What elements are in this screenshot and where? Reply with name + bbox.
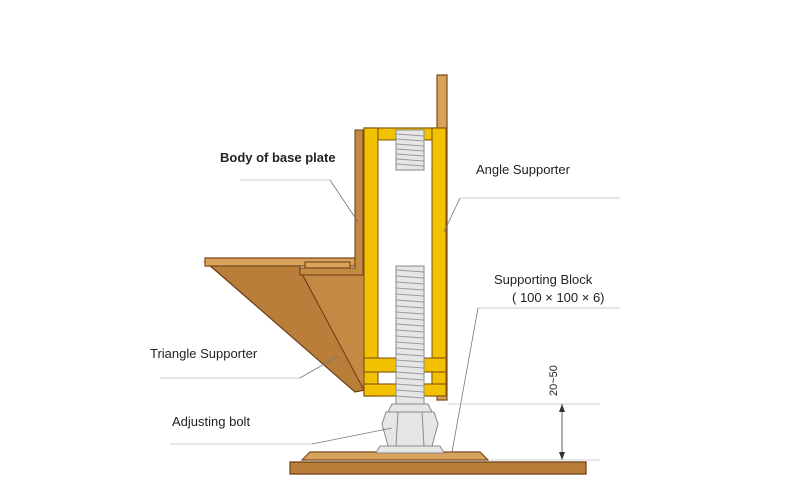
label-angle-supporter: Angle Supporter — [476, 162, 571, 177]
label-adjusting-bolt: Adjusting bolt — [172, 414, 250, 429]
label-supporting-block: Supporting Block — [494, 272, 593, 287]
label-triangle-supporter: Triangle Supporter — [150, 346, 258, 361]
ground-plate — [289, 451, 587, 475]
upper-bolt-thread — [395, 129, 425, 171]
triangle-supporter — [203, 257, 366, 393]
dimension-marker: 20~50 — [490, 365, 600, 461]
adjusting-bolt — [375, 265, 445, 454]
supporting-block — [363, 127, 447, 397]
label-body-of-base-plate: Body of base plate — [220, 150, 336, 165]
label-supporting-block-size: ( 100 × 100 × 6) — [512, 290, 605, 305]
dimension-label: 20~50 — [548, 365, 560, 396]
body-of-base-plate — [299, 129, 364, 276]
leader-lines — [160, 179, 620, 453]
